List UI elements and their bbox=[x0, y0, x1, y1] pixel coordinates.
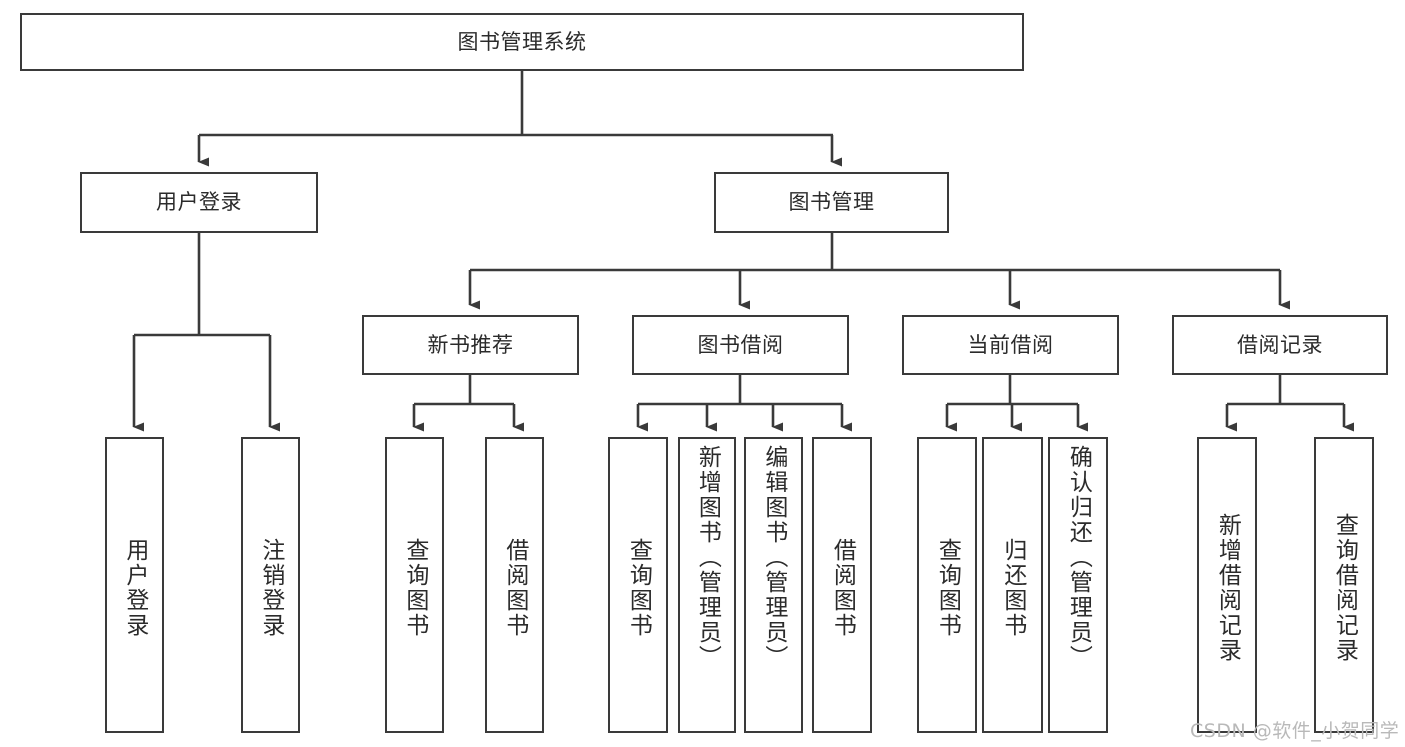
node-label: 归还图书 bbox=[999, 538, 1026, 638]
node-label: 查询借阅记录 bbox=[1331, 513, 1358, 663]
node-label: 查询图书 bbox=[625, 538, 652, 638]
node-label: 图书借阅 bbox=[697, 332, 784, 357]
node-label: 图书管理系统 bbox=[457, 29, 587, 54]
node-label: 图书管理 bbox=[788, 190, 875, 215]
node-book-management[interactable]: 图书管理 bbox=[714, 172, 949, 233]
node-leaf-borrow-book-recommendation[interactable]: 借阅图书 bbox=[485, 437, 544, 733]
node-leaf-add-borrow-record[interactable]: 新增借阅记录 bbox=[1197, 437, 1257, 733]
node-leaf-edit-book-admin[interactable]: 编辑图书（管理员） bbox=[744, 437, 803, 733]
node-leaf-return-book[interactable]: 归还图书 bbox=[982, 437, 1043, 733]
node-leaf-query-book-recommendation[interactable]: 查询图书 bbox=[385, 437, 444, 733]
node-new-book-recommendation[interactable]: 新书推荐 bbox=[362, 315, 579, 375]
node-label: 借阅图书 bbox=[829, 538, 856, 638]
node-label: 用户登录 bbox=[156, 190, 242, 215]
node-leaf-query-borrow-record[interactable]: 查询借阅记录 bbox=[1314, 437, 1374, 733]
node-leaf-user-login[interactable]: 用户登录 bbox=[105, 437, 164, 733]
node-leaf-query-book-current[interactable]: 查询图书 bbox=[917, 437, 977, 733]
node-label: 查询图书 bbox=[934, 538, 961, 638]
node-label: 新增借阅记录 bbox=[1214, 513, 1241, 663]
edge-current-borrow-to-children bbox=[945, 375, 1088, 432]
edge-user-login-to-children bbox=[132, 233, 280, 432]
node-label: 用户登录 bbox=[121, 538, 148, 638]
node-label: 注销登录 bbox=[257, 538, 284, 638]
edge-root-to-level1 bbox=[197, 71, 842, 167]
node-leaf-confirm-return-admin[interactable]: 确认归还（管理员） bbox=[1048, 437, 1108, 733]
node-label: 借阅图书 bbox=[501, 538, 528, 638]
edge-new-book-rec-to-children bbox=[412, 375, 524, 432]
node-leaf-add-book-admin[interactable]: 新增图书（管理员） bbox=[678, 437, 736, 733]
edge-book-mgmt-to-children bbox=[468, 233, 1290, 310]
node-borrow-records[interactable]: 借阅记录 bbox=[1172, 315, 1388, 375]
csdn-watermark: CSDN @软件_小贺同学 bbox=[1190, 720, 1400, 742]
node-label: 新书推荐 bbox=[427, 332, 514, 357]
node-label: 当前借阅 bbox=[967, 332, 1054, 357]
node-label: 编辑图书（管理员） bbox=[760, 445, 787, 670]
edge-borrow-record-to-children bbox=[1225, 375, 1354, 432]
node-book-borrowing[interactable]: 图书借阅 bbox=[632, 315, 849, 375]
node-leaf-borrow-book-borrowing[interactable]: 借阅图书 bbox=[812, 437, 872, 733]
node-current-borrowing[interactable]: 当前借阅 bbox=[902, 315, 1119, 375]
edge-book-borrow-to-children bbox=[636, 375, 852, 432]
node-leaf-query-book-borrowing[interactable]: 查询图书 bbox=[608, 437, 668, 733]
node-leaf-logout[interactable]: 注销登录 bbox=[241, 437, 300, 733]
node-root-system[interactable]: 图书管理系统 bbox=[20, 13, 1024, 71]
node-user-login[interactable]: 用户登录 bbox=[80, 172, 318, 233]
node-label: 新增图书（管理员） bbox=[694, 445, 721, 670]
node-label: 确认归还（管理员） bbox=[1065, 445, 1092, 670]
node-label: 查询图书 bbox=[401, 538, 428, 638]
node-label: 借阅记录 bbox=[1237, 332, 1323, 357]
